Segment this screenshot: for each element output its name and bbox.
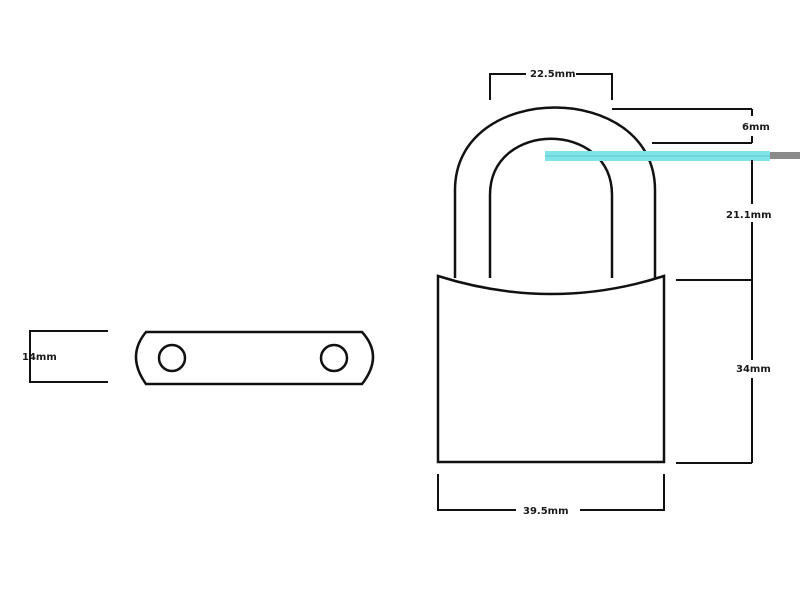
- hasp-width-label: 14mm: [22, 352, 57, 363]
- shackle-thickness-label: 6mm: [742, 122, 770, 133]
- hasp-width-dimension: 14mm: [22, 330, 108, 383]
- body-width-label: 39.5mm: [523, 506, 569, 517]
- shackle-width-label: 22.5mm: [530, 69, 576, 80]
- hasp-plate-outline: [134, 330, 375, 386]
- shackle-width-dimension: 22.5mm: [489, 67, 613, 100]
- cross-section-marker: [545, 151, 800, 161]
- body-width-dimension: 39.5mm: [437, 474, 665, 517]
- shackle-thickness-dimension: 6mm: [612, 108, 770, 144]
- grey-end-segment: [770, 152, 800, 159]
- padlock-body: [436, 274, 666, 464]
- height-dimensions: 21.1mm 34mm: [676, 160, 772, 464]
- padlock-shackle-inner: [488, 137, 614, 278]
- padlock-shackle-outer: [453, 106, 657, 278]
- shackle-height-label: 21.1mm: [726, 210, 772, 221]
- hasp-plate: [134, 330, 375, 386]
- hasp-hole-right: [319, 343, 349, 373]
- body-height-label: 34mm: [736, 364, 771, 375]
- hasp-hole-left: [157, 343, 187, 373]
